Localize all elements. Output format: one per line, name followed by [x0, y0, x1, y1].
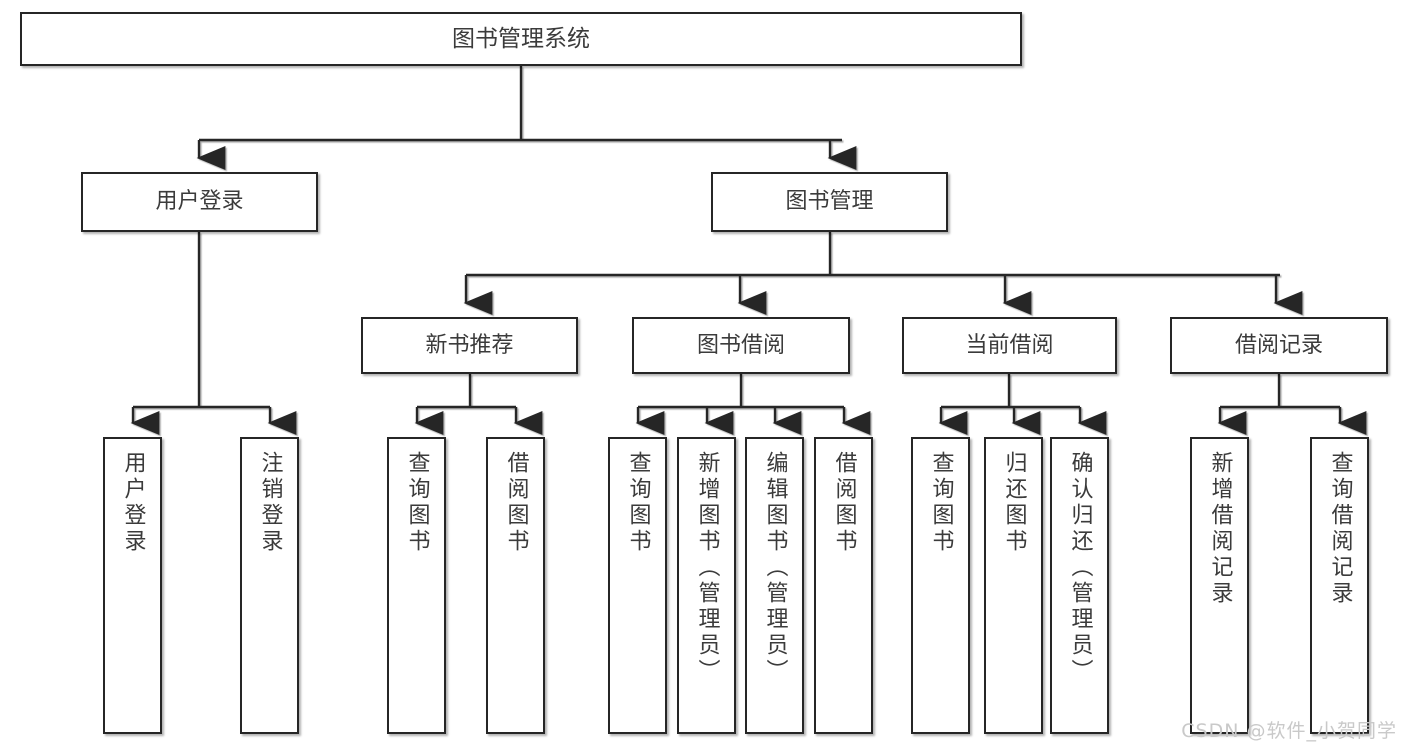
- leaf-query-book-3-label: 查询图书: [928, 451, 954, 555]
- node-book-borrow-label: 图书借阅: [696, 332, 785, 358]
- leaf-user-logout[interactable]: 注销登录: [240, 437, 299, 734]
- node-current-borrow-label: 当前借阅: [965, 332, 1054, 358]
- node-borrow-record[interactable]: 借阅记录: [1170, 317, 1388, 374]
- leaf-query-book-1-label: 查询图书: [404, 451, 430, 555]
- node-root[interactable]: 图书管理系统: [20, 12, 1022, 66]
- leaf-query-book-1[interactable]: 查询图书: [387, 437, 446, 734]
- leaf-confirm-return-label: 确认归还（管理员）: [1067, 451, 1093, 685]
- node-book-manage[interactable]: 图书管理: [711, 172, 948, 232]
- node-new-book-rec-label: 新书推荐: [425, 332, 514, 358]
- watermark: CSDN @软件_小贺同学: [1181, 720, 1397, 742]
- leaf-add-record-label: 新增借阅记录: [1207, 451, 1233, 607]
- node-book-borrow[interactable]: 图书借阅: [632, 317, 850, 374]
- leaf-add-record[interactable]: 新增借阅记录: [1190, 437, 1249, 734]
- leaf-add-book-label: 新增图书（管理员）: [694, 451, 720, 685]
- leaf-query-book-2[interactable]: 查询图书: [608, 437, 667, 734]
- leaf-borrow-book-2-label: 借阅图书: [831, 451, 857, 555]
- leaf-query-book-3[interactable]: 查询图书: [911, 437, 970, 734]
- leaf-confirm-return[interactable]: 确认归还（管理员）: [1050, 437, 1109, 734]
- leaf-query-record-label: 查询借阅记录: [1327, 451, 1353, 607]
- leaf-user-logout-label: 注销登录: [257, 451, 283, 555]
- node-user-login[interactable]: 用户登录: [81, 172, 318, 232]
- node-borrow-record-label: 借阅记录: [1234, 332, 1323, 358]
- leaf-borrow-book-1-label: 借阅图书: [503, 451, 529, 555]
- node-book-manage-label: 图书管理: [785, 189, 874, 215]
- leaf-borrow-book-1[interactable]: 借阅图书: [486, 437, 545, 734]
- node-new-book-rec[interactable]: 新书推荐: [361, 317, 578, 374]
- leaf-return-book[interactable]: 归还图书: [984, 437, 1043, 734]
- leaf-edit-book-label: 编辑图书（管理员）: [762, 451, 788, 685]
- node-root-label: 图书管理系统: [452, 25, 590, 52]
- leaf-user-login[interactable]: 用户登录: [103, 437, 162, 734]
- leaf-query-record[interactable]: 查询借阅记录: [1310, 437, 1369, 734]
- node-current-borrow[interactable]: 当前借阅: [902, 317, 1117, 374]
- leaf-query-book-2-label: 查询图书: [625, 451, 651, 555]
- leaf-add-book[interactable]: 新增图书（管理员）: [677, 437, 736, 734]
- leaf-user-login-label: 用户登录: [120, 451, 146, 555]
- leaf-return-book-label: 归还图书: [1001, 451, 1027, 555]
- node-user-login-label: 用户登录: [155, 189, 244, 215]
- leaf-borrow-book-2[interactable]: 借阅图书: [814, 437, 873, 734]
- leaf-edit-book[interactable]: 编辑图书（管理员）: [745, 437, 804, 734]
